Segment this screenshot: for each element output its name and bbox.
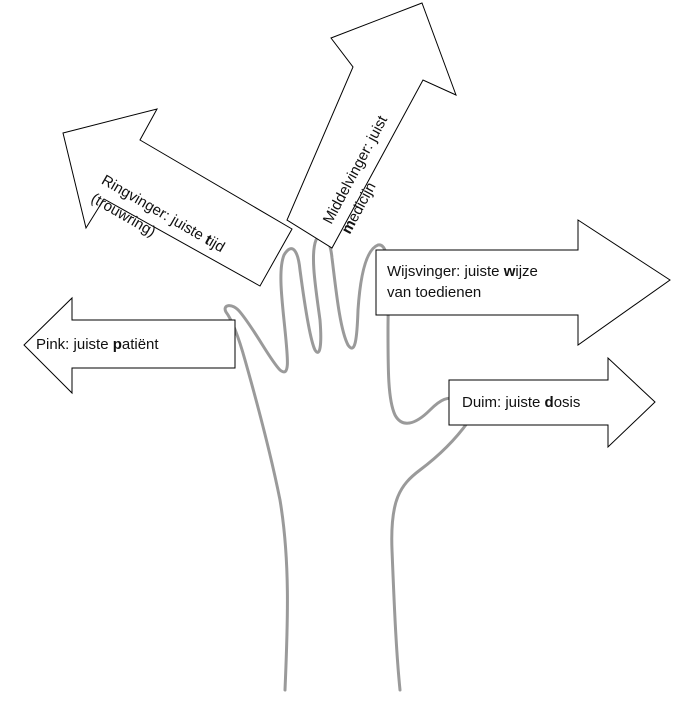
arrow-middelvinger: [286, 2, 457, 249]
label-text: Wijsvinger: juiste: [387, 263, 504, 280]
arrow-wijsvinger: [375, 219, 671, 346]
label-text: Duim: juiste: [462, 394, 545, 411]
label-text: Pink: juiste: [36, 336, 113, 353]
label-text: atiënt: [121, 336, 159, 353]
label-bold: w: [503, 263, 516, 280]
label-text: ijze: [515, 263, 538, 280]
label-bold: d: [544, 394, 554, 411]
label-pink: Pink: juiste patiënt: [36, 334, 159, 355]
label-text: van toedienen: [387, 284, 482, 301]
label-duim: Duim: juiste dosis: [462, 392, 580, 413]
label-wijsvinger: Wijsvinger: juiste wijze van toedienen: [387, 261, 538, 303]
label-bold: p: [112, 336, 122, 353]
arrow-pink: [23, 296, 236, 395]
arrow-duim: [448, 356, 656, 449]
label-text: osis: [553, 394, 581, 411]
arrow-ringvinger: [62, 108, 293, 287]
